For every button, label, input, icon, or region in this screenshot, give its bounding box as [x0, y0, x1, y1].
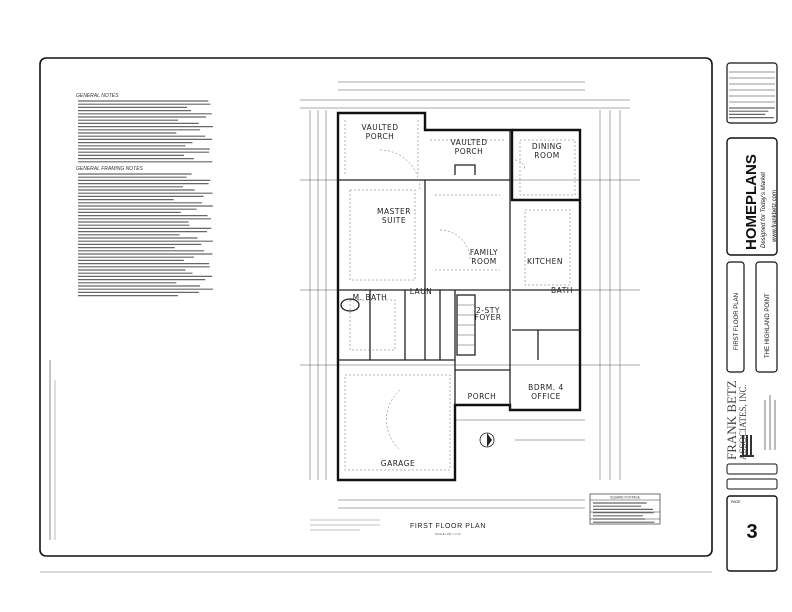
- room-label: GARAGE: [381, 459, 415, 468]
- framing-notes-heading: GENERAL FRAMING NOTES: [76, 166, 144, 172]
- revision-table: [726, 62, 778, 124]
- tub: [340, 298, 360, 312]
- room-label: FOYER: [475, 313, 502, 322]
- brand-logo: HOMEPLANS: [743, 154, 760, 250]
- room-label: BDRM. 4: [528, 383, 564, 392]
- page-box: [726, 495, 778, 572]
- room-label: BATH: [551, 286, 573, 295]
- room-label: 2-STY: [476, 306, 500, 315]
- room-label: OFFICE: [531, 392, 561, 401]
- fireplace: [454, 164, 476, 175]
- room-label: MASTER: [377, 207, 411, 216]
- website: www.frankbetz.com: [772, 190, 778, 243]
- scale-note: SCALE: 1/8" = 1'-0": [435, 532, 461, 536]
- floor-plan: VAULTED PORCH VAULTED PORCH DINING ROOM …: [300, 81, 640, 509]
- room-label: PORCH: [455, 147, 484, 156]
- room-label: PORCH: [468, 392, 497, 401]
- room-label: PORCH: [366, 132, 395, 141]
- firm-sub: ASSOCIATES, INC.: [738, 384, 748, 460]
- square-footage-table: SQUARE FOOTAGE: [589, 493, 661, 525]
- room-label: ROOM: [471, 257, 497, 266]
- room-label: KITCHEN: [527, 257, 563, 266]
- stairs: [456, 294, 476, 356]
- firm-logo-icon: [740, 435, 754, 457]
- brand-tagline: Designed for Today's Market: [761, 172, 767, 248]
- room-label: ROOM: [534, 151, 560, 160]
- drawing-title: FIRST FLOOR PLAN: [410, 523, 486, 530]
- room-label: SUITE: [382, 216, 406, 225]
- room-label: LAUN: [410, 287, 433, 296]
- vertical-margin-text: [49, 360, 56, 540]
- title-block: HOMEPLANS Designed for Today's Market ww…: [724, 62, 778, 572]
- homeplans-logo-box: [726, 137, 778, 256]
- room-label: VAULTED: [361, 123, 398, 132]
- general-notes: GENERAL NOTES GENERAL FRAMING NOTES: [76, 93, 213, 297]
- page-label: PAGE: [731, 500, 741, 504]
- sheet-border: [39, 57, 713, 557]
- general-notes-heading: GENERAL NOTES: [76, 93, 119, 99]
- room-label: VAULTED: [450, 138, 487, 147]
- page-number: 3: [746, 521, 757, 543]
- room-label: DINING: [532, 142, 562, 151]
- room-label: FAMILY: [470, 248, 498, 257]
- firm-name: FRANK BETZ: [724, 380, 739, 460]
- svg-text:SQUARE FOOTAGE: SQUARE FOOTAGE: [610, 496, 640, 500]
- project-name: THE HIGHLAND POINT: [765, 293, 771, 358]
- sheet-title: FIRST FLOOR PLAN: [734, 293, 740, 350]
- room-label: M. BATH: [353, 293, 388, 302]
